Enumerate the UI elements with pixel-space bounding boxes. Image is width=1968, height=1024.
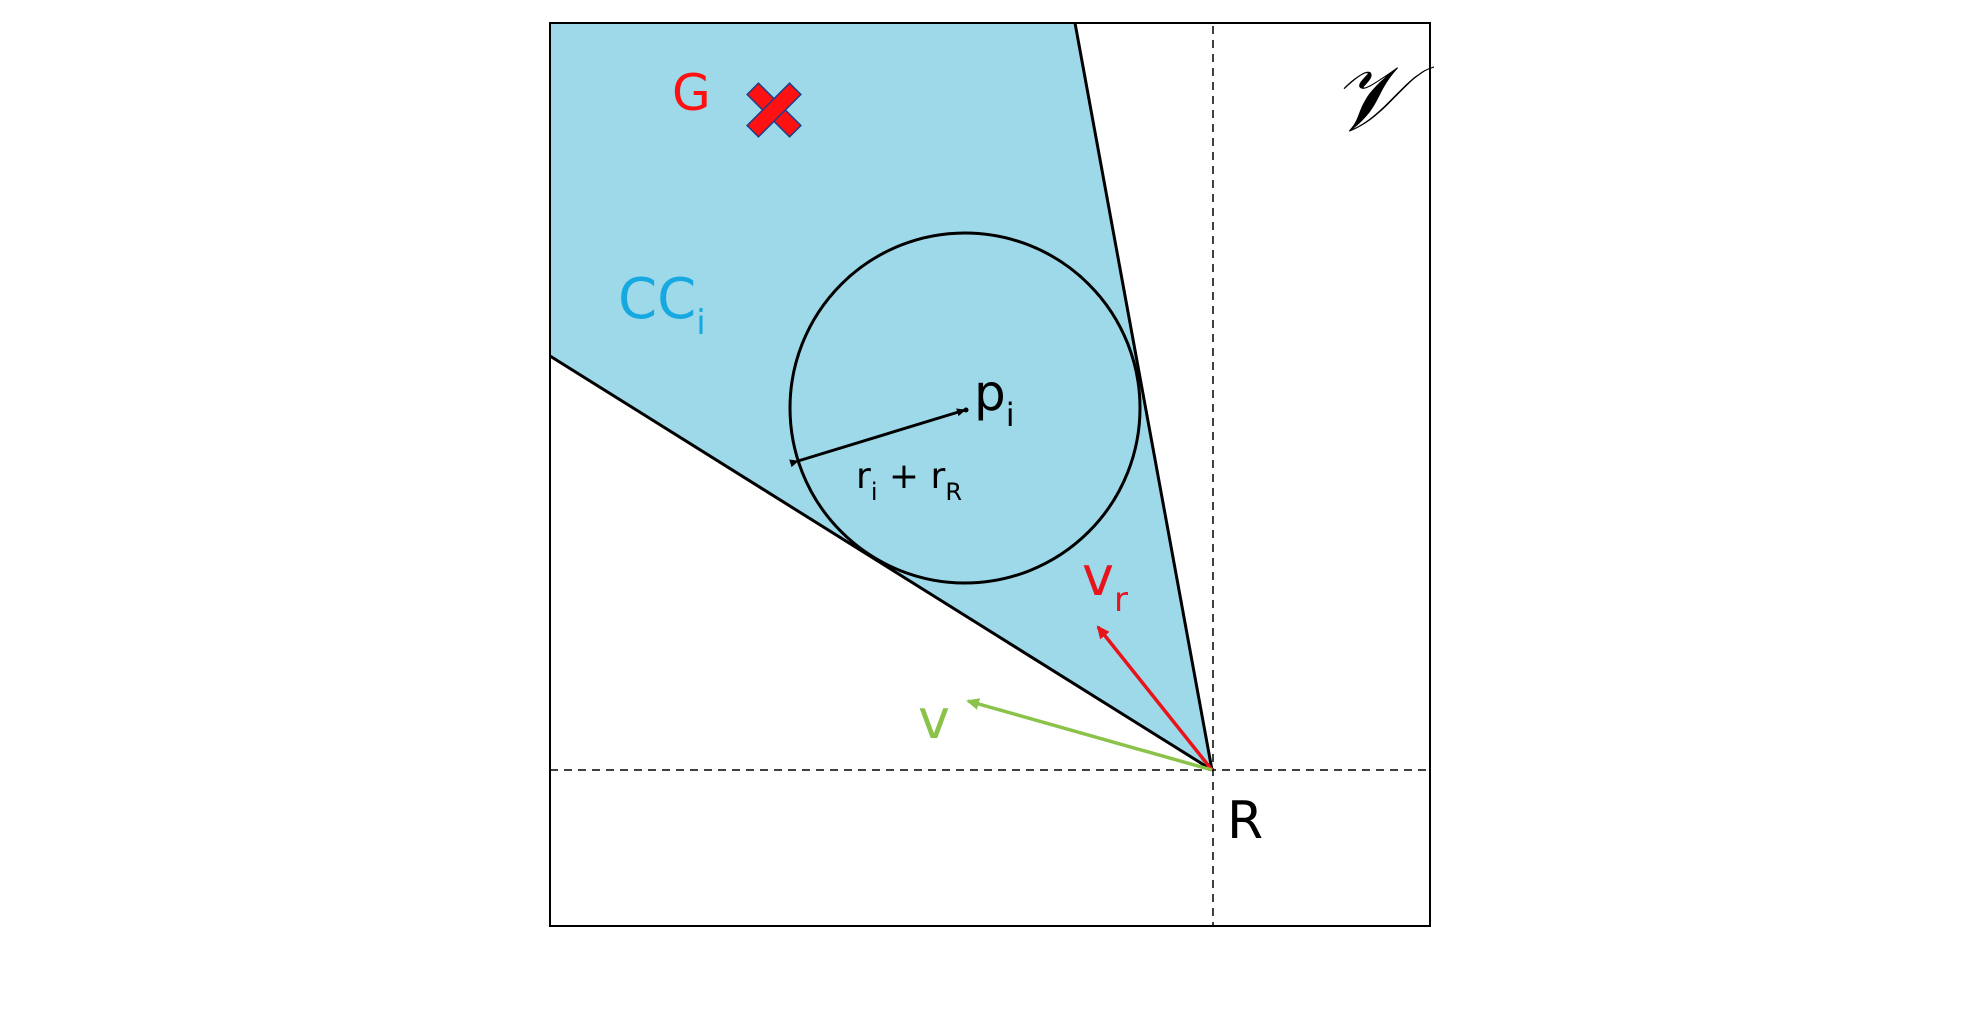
velocity-label: v	[918, 688, 950, 751]
relative-velocity-label: vr	[1082, 545, 1128, 620]
relative-velocity-arrow	[1096, 625, 1214, 772]
velocity-space-frame	[549, 22, 1431, 927]
goal-label: G	[672, 64, 711, 122]
robot-label: R	[1227, 791, 1263, 851]
center-label: pi	[974, 364, 1015, 434]
center-point	[963, 407, 969, 413]
obstacle-circle	[788, 231, 1142, 585]
velocity-arrow	[966, 698, 1213, 772]
cone-boundary-right	[1073, 22, 1214, 771]
cone-label: CCi	[618, 267, 706, 343]
cross-icon	[746, 82, 802, 138]
radius-arrow	[789, 408, 966, 468]
radius-label: ri + rR	[856, 456, 962, 506]
collision-cone-region	[550, 23, 1212, 770]
velocity-space-symbol: 𝒱	[1330, 45, 1435, 152]
